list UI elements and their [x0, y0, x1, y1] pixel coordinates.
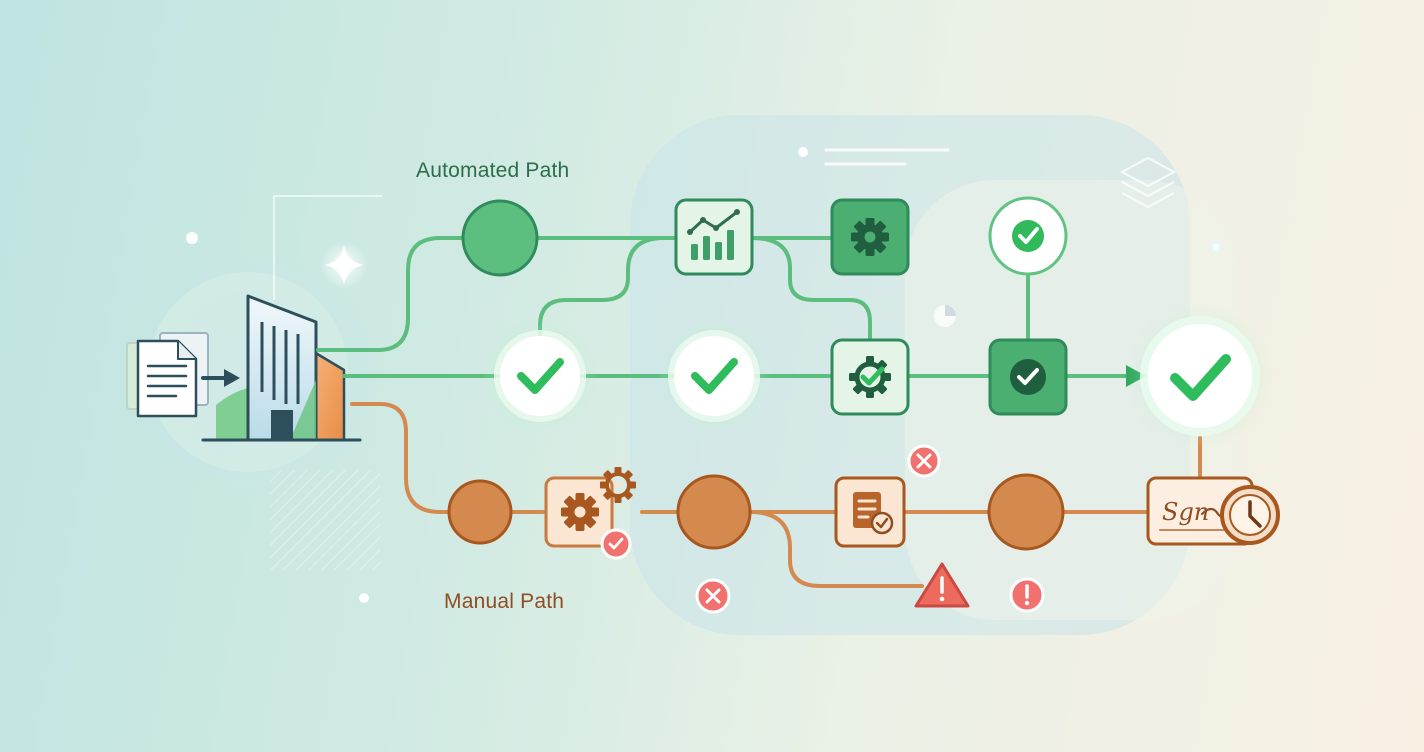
error-x-icon — [695, 578, 731, 614]
gear-icon — [851, 218, 889, 256]
manual-path-connectors — [350, 402, 1202, 588]
documents-icon — [126, 332, 209, 418]
chart-icon — [687, 209, 740, 260]
clock-icon — [1220, 485, 1280, 545]
check-icon — [691, 358, 738, 394]
manual-right-node — [987, 473, 1065, 551]
manual-mid-node — [676, 474, 752, 550]
final-check-node — [1126, 302, 1274, 450]
chart-node — [674, 198, 754, 276]
check-icon — [517, 358, 564, 394]
check-icon — [1017, 368, 1039, 385]
gear-icon — [600, 467, 636, 503]
check-icon — [1018, 227, 1039, 244]
layers-icon — [1119, 156, 1177, 209]
check-icon — [1170, 354, 1231, 401]
building-icon — [201, 294, 362, 442]
signature-node: Sgn — [1146, 476, 1280, 546]
gear-check-icon — [849, 356, 891, 398]
arrow-right-icon — [201, 369, 240, 387]
sparkle-icon — [320, 241, 368, 289]
gear-check-node — [830, 338, 910, 416]
form-check-icon — [853, 492, 894, 535]
manual-path-label: Manual Path — [444, 590, 564, 613]
top-check-node — [984, 192, 1072, 280]
signature-text: Sgn — [1162, 498, 1209, 526]
exclamation-icon — [1009, 577, 1045, 613]
error-x-icon — [907, 444, 941, 478]
check-node-2 — [656, 318, 772, 434]
form-node — [834, 476, 906, 548]
check-node-1 — [482, 318, 598, 434]
check-icon — [600, 528, 632, 560]
check-box-node — [988, 338, 1068, 416]
automated-path-label: Automated Path — [416, 159, 569, 182]
gear-node — [830, 198, 910, 276]
auto-start-node — [461, 199, 539, 277]
gear-icon — [561, 493, 599, 531]
manual-start-node — [447, 479, 513, 545]
warning-icon — [914, 562, 970, 608]
manual-gear-node — [544, 467, 636, 560]
